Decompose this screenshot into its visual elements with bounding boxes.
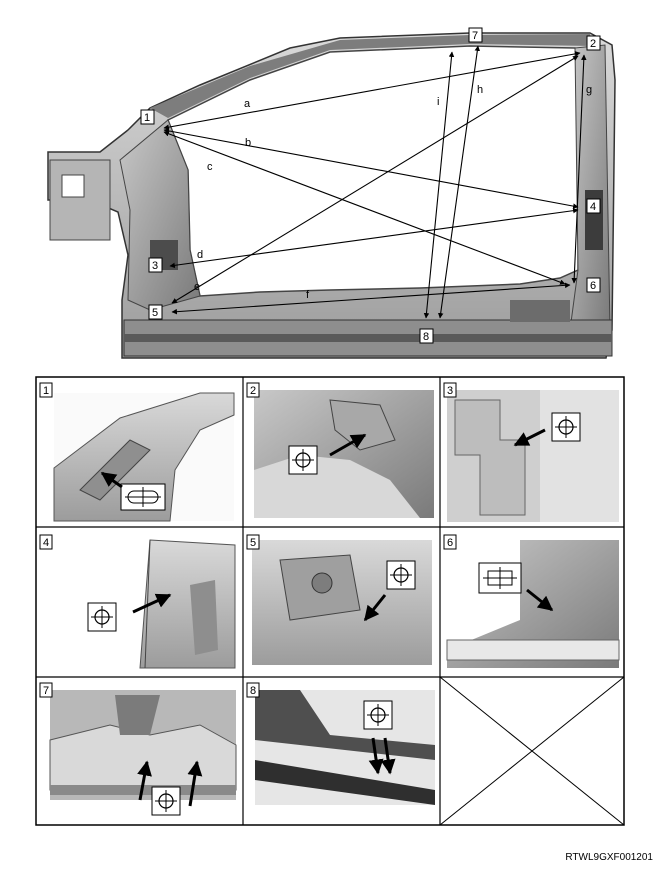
arrow-icon xyxy=(368,737,384,775)
point-box-8: 8 xyxy=(419,328,434,344)
point-box-5: 5 xyxy=(148,304,163,320)
svg-text:5: 5 xyxy=(152,307,158,319)
arrow-icon xyxy=(187,760,203,807)
arrow-icon xyxy=(100,471,123,489)
line-label-i: i xyxy=(437,96,439,108)
line-label-b: b xyxy=(245,137,251,149)
arrow-icon xyxy=(363,594,387,622)
svg-text:1: 1 xyxy=(144,112,150,124)
detail-panel-1: 1 xyxy=(39,382,235,522)
svg-text:6: 6 xyxy=(590,280,596,292)
point-box-1: 1 xyxy=(140,109,155,125)
arrow-icon xyxy=(329,433,367,457)
arrow-icon xyxy=(513,428,546,447)
line-f xyxy=(171,282,571,315)
detail-panel-8: 8 xyxy=(246,682,435,805)
point-box-3: 3 xyxy=(148,257,163,273)
slot-hole-symbol-icon xyxy=(120,483,166,511)
svg-text:2: 2 xyxy=(590,38,596,50)
line-g xyxy=(571,54,587,284)
panel-label-1: 1 xyxy=(43,385,49,397)
arrow-icon xyxy=(380,737,396,775)
point-box-2: 2 xyxy=(586,35,601,51)
line-label-c: c xyxy=(207,161,213,173)
panel-label-6: 6 xyxy=(447,537,453,549)
arrow-icon xyxy=(132,593,172,614)
point-number-boxes: 1 2 3 4 5 6 7 8 xyxy=(140,27,601,344)
detail-panel-5: 5 xyxy=(246,534,432,665)
line-letters: a b c d e f g h i xyxy=(194,84,592,301)
svg-text:4: 4 xyxy=(590,201,596,213)
svg-text:8: 8 xyxy=(423,331,429,343)
figure-code: RTWL9GXF001201 xyxy=(565,852,653,863)
panel-label-2: 2 xyxy=(250,385,256,397)
detail-grid xyxy=(35,376,625,826)
empty-panel-cross xyxy=(439,676,625,826)
arrow-icon xyxy=(526,588,554,612)
detail-panel-3: 3 xyxy=(443,382,619,522)
panel-label-4: 4 xyxy=(43,537,49,549)
rect-hole-symbol-icon xyxy=(478,562,522,594)
line-label-e: e xyxy=(194,281,200,293)
point-box-4: 4 xyxy=(586,198,601,214)
detail-panel-4: 4 xyxy=(39,534,236,669)
line-label-f: f xyxy=(306,289,310,301)
panel-label-5: 5 xyxy=(250,537,256,549)
svg-text:3: 3 xyxy=(152,260,158,272)
arrow-icon xyxy=(137,760,152,801)
detail-panel-2: 2 xyxy=(246,382,434,518)
panel-label-3: 3 xyxy=(447,385,453,397)
measurement-lines xyxy=(163,45,587,319)
line-label-a: a xyxy=(244,98,251,110)
detail-panel-7: 7 xyxy=(39,682,237,816)
line-e xyxy=(171,55,579,304)
svg-text:7: 7 xyxy=(472,30,478,42)
line-label-g: g xyxy=(586,84,592,96)
point-box-7: 7 xyxy=(468,27,483,43)
point-box-6: 6 xyxy=(586,277,601,293)
panel-label-8: 8 xyxy=(250,685,256,697)
line-label-d: d xyxy=(197,249,203,261)
detail-panel-6: 6 xyxy=(443,534,620,668)
line-i xyxy=(423,51,455,319)
panel-label-7: 7 xyxy=(43,685,49,697)
line-label-h: h xyxy=(477,84,483,96)
